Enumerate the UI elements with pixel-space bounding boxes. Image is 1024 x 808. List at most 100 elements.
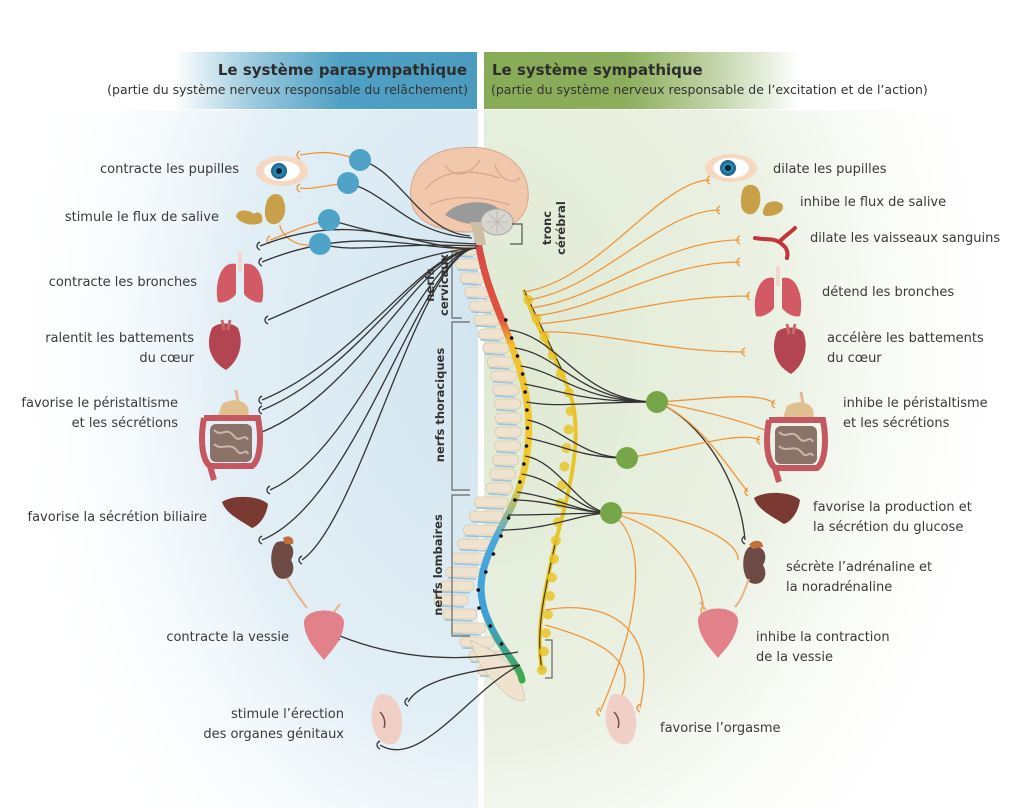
chain-ganglion bbox=[538, 646, 549, 657]
intervertebral-disc bbox=[488, 493, 509, 496]
center-divider bbox=[478, 52, 484, 808]
para-effect-pupils: contracte les pupilles bbox=[100, 160, 239, 180]
nerve-ending bbox=[266, 485, 271, 495]
vertebra bbox=[490, 370, 518, 382]
lumbar-nerves-label: nerfs lombaires bbox=[431, 514, 445, 616]
chain-ganglion bbox=[540, 628, 551, 638]
nerve-ending bbox=[744, 487, 749, 497]
postganglionic-nerve bbox=[544, 624, 626, 701]
nerve-root bbox=[515, 354, 520, 358]
parasympathetic-title: Le système parasympathique bbox=[217, 61, 467, 79]
genitals-icon bbox=[371, 693, 403, 745]
vagus-nerve bbox=[301, 247, 477, 561]
preganglionic-nerve bbox=[527, 437, 628, 459]
thoracic-bracket bbox=[451, 321, 470, 491]
sympathetic-title: Le système sympathique bbox=[492, 61, 703, 79]
brainstem-label-line: tronc bbox=[540, 210, 554, 246]
effect-text: dilate les pupilles bbox=[773, 162, 887, 177]
thoracic-nerves-label: nerfs thoraciques bbox=[433, 347, 447, 463]
vertebra bbox=[492, 384, 520, 396]
nerve-ending bbox=[756, 435, 761, 445]
intervertebral-disc bbox=[444, 619, 473, 622]
intervertebral-disc bbox=[489, 367, 510, 370]
postganglionic-nerve bbox=[526, 209, 721, 301]
intervertebral-disc bbox=[497, 437, 518, 440]
cervical-label-line: nerfs bbox=[423, 268, 437, 302]
pelvic-nerve bbox=[407, 664, 521, 703]
parasympathetic-ganglia bbox=[309, 149, 371, 255]
nerve-root bbox=[525, 408, 529, 412]
effect-text: détend les bronches bbox=[822, 285, 955, 300]
postganglionic-nerve bbox=[599, 512, 637, 713]
intervertebral-disc bbox=[471, 521, 500, 524]
effect-text: et les sécrétions bbox=[843, 416, 950, 431]
nerve-root bbox=[518, 480, 522, 484]
postganglionic-nerve bbox=[626, 436, 761, 459]
pelvic-nerve bbox=[379, 664, 521, 751]
lumbar-bracket bbox=[451, 494, 470, 637]
superior-mesenteric-ganglion bbox=[616, 447, 638, 469]
nerve-ending bbox=[264, 315, 269, 325]
sacral-bracket bbox=[545, 639, 553, 679]
heart-icon bbox=[208, 319, 241, 370]
cervical-label-line: cervicaux bbox=[437, 254, 451, 316]
vertebra bbox=[477, 328, 505, 340]
ganglion bbox=[309, 233, 331, 255]
nerve-root bbox=[522, 462, 526, 466]
postganglionic-nerve bbox=[656, 396, 776, 405]
postganglionic-nerve bbox=[656, 401, 749, 493]
symp-effect-saliva: inhibe le flux de salive bbox=[800, 193, 946, 213]
sacrum bbox=[469, 639, 526, 702]
effect-text: de la vessie bbox=[756, 650, 833, 665]
nerve-ending bbox=[746, 291, 751, 301]
inferior-mesenteric-ganglion bbox=[600, 502, 622, 524]
effect-text: et les sécrétions bbox=[71, 416, 178, 431]
nerve-root bbox=[524, 444, 529, 448]
ganglion bbox=[337, 172, 359, 194]
nerve-ending bbox=[296, 150, 301, 160]
vertebra bbox=[494, 440, 521, 452]
para-effect-bronchi: contracte les bronches bbox=[49, 273, 197, 293]
nerve-ending bbox=[258, 395, 263, 405]
nerve-ending bbox=[298, 555, 303, 565]
nerve-root bbox=[509, 336, 514, 340]
nerve-fibers bbox=[256, 150, 776, 751]
ganglion bbox=[318, 209, 340, 231]
vertebra bbox=[473, 496, 509, 508]
adrenal-kidney-icon bbox=[734, 540, 766, 608]
effect-text: contracte les pupilles bbox=[100, 162, 239, 177]
kidney-icon bbox=[271, 536, 308, 609]
nerve-ending bbox=[258, 535, 263, 545]
salivary-glands-icon bbox=[236, 193, 286, 225]
effect-text: inhibe le péristaltisme bbox=[843, 396, 988, 411]
nerve-root bbox=[484, 570, 488, 574]
effect-text: inhibe le flux de salive bbox=[800, 195, 947, 210]
nerve-ending bbox=[258, 257, 263, 267]
vertebra bbox=[463, 524, 498, 536]
vagus-nerve bbox=[261, 247, 477, 411]
intervertebral-disc bbox=[435, 605, 465, 608]
nerve-ending bbox=[636, 703, 641, 713]
chain-ganglion bbox=[542, 609, 553, 620]
effect-text: favorise l’orgasme bbox=[660, 721, 781, 736]
nerve-ending bbox=[596, 707, 601, 717]
nerve-root bbox=[525, 426, 530, 430]
nerve-root bbox=[488, 624, 493, 628]
parasympathetic-subtitle: (partie du système nerveux responsable d… bbox=[107, 82, 468, 97]
preganglionic-nerve bbox=[347, 182, 473, 239]
nerve-ending bbox=[771, 399, 776, 409]
nerve-root bbox=[520, 372, 525, 376]
vertebra bbox=[489, 468, 517, 480]
nerve-ending bbox=[736, 257, 741, 267]
sympathetic-background bbox=[484, 110, 1024, 808]
preganglionic-nerve bbox=[319, 243, 479, 249]
vertebra bbox=[457, 538, 493, 550]
eye-icon bbox=[705, 154, 757, 182]
vertebra bbox=[451, 622, 486, 634]
intervertebral-disc bbox=[491, 479, 512, 482]
postganglionic-nerve bbox=[656, 401, 771, 433]
chain-ganglion bbox=[548, 554, 559, 564]
effect-text: favorise le péristaltisme bbox=[21, 396, 178, 411]
brainstem-label-line: cérébral bbox=[554, 201, 568, 255]
genitals-icon bbox=[605, 693, 637, 745]
